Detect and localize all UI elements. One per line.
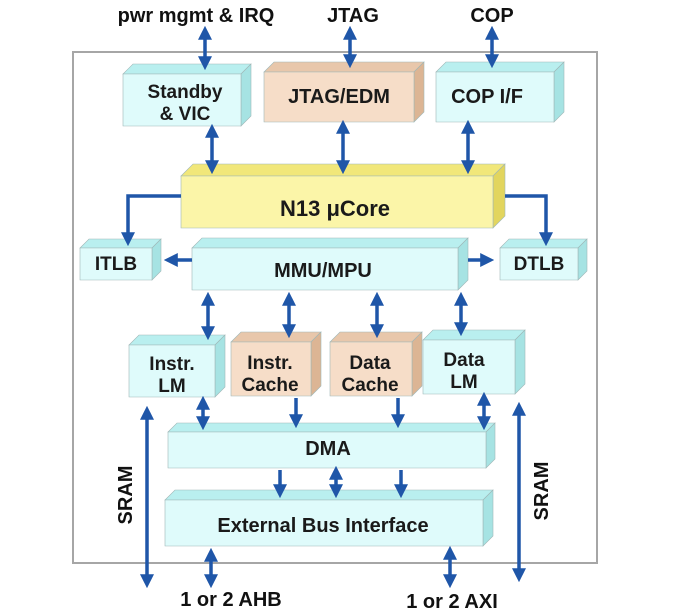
sram-right-label: SRAM [531,462,553,521]
pwr-irq-label: pwr mgmt & IRQ [118,5,275,27]
dma-block [167,422,496,469]
core-dtlb-arrow [505,194,553,247]
itlb-label: ITLB [95,254,137,275]
core-itlb-arrow [121,194,181,247]
mmu-mpu-label: MMU/MPU [274,260,372,282]
chip-boundary [72,51,598,564]
data-cache-label-line2: Cache [341,375,398,396]
instr-lm-label-line1: Instr. [149,354,194,375]
jtag-edm-block [263,61,425,123]
data-cache-block [329,331,423,397]
core-label: N13 μCore [280,196,390,221]
axi-label: 1 or 2 AXI [406,591,498,613]
standby-label-line2: & VIC [160,104,211,125]
instr-lm-block [128,334,226,398]
dma-label: DMA [305,438,351,460]
data-lm-block [422,329,526,395]
sram-left-label: SRAM [115,466,137,525]
dtlb-label: DTLB [514,254,565,275]
ahb-label: 1 or 2 AHB [180,589,282,611]
cop-if-block [435,61,565,123]
instr-cache-block [230,331,322,397]
jtag-ext-label: JTAG [327,5,379,27]
standby-vic-block [122,63,252,127]
data-lm-label-line2: LM [450,372,477,393]
cop-if-label: COP I/F [451,86,523,108]
instr-cache-label-line1: Instr. [247,353,292,374]
data-cache-label-line1: Data [349,353,391,374]
ebi-label: External Bus Interface [217,515,428,537]
itlb-block [79,238,162,281]
instr-cache-label-line2: Cache [241,375,298,396]
data-lm-label-line1: Data [443,350,485,371]
jtag-edm-label: JTAG/EDM [288,86,390,108]
standby-label-line1: Standby [148,82,223,103]
mmu-mpu-block [191,237,469,291]
standby-vic-label: Standby & VIC [148,82,223,125]
instr-lm-label-line2: LM [158,376,185,397]
cop-ext-label: COP [470,5,513,27]
